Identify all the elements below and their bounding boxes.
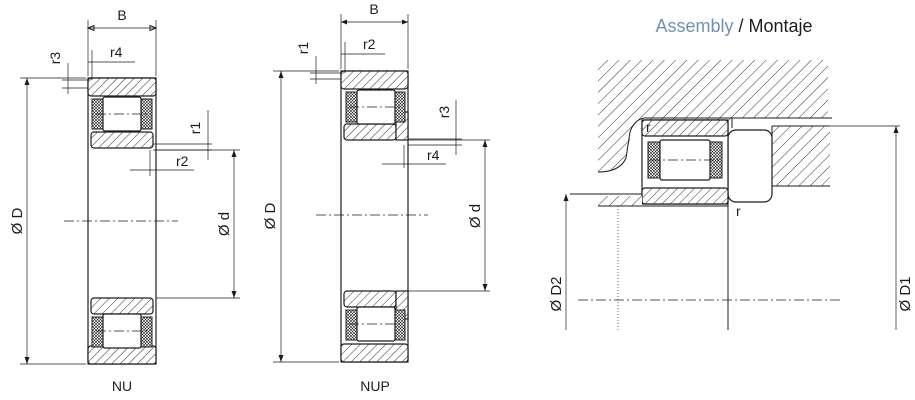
nup-r4-label: r4 (427, 147, 440, 163)
nu-inner-diameter-label: Ø d (216, 212, 233, 236)
nup-b-label: B (369, 1, 378, 17)
nu-b-label: B (117, 7, 126, 23)
assembly-drawing (563, 60, 900, 330)
assembly-housing-diameter-label: Ø D1 (897, 276, 914, 311)
assembly-title: Assembly / Montaje (655, 16, 812, 36)
nup-top-section (340, 70, 409, 141)
nu-r3-label: r3 (47, 52, 63, 65)
assembly-title-separator: / (733, 16, 748, 36)
nup-caption: NUP (360, 378, 390, 394)
nu-bearing-drawing (20, 20, 240, 365)
nu-r2-label: r2 (176, 153, 189, 169)
assembly-title-es: Montaje (749, 16, 813, 36)
nup-inner-diameter-label: Ø d (467, 204, 484, 228)
nu-top-section (87, 77, 157, 149)
nu-caption: NU (112, 378, 132, 394)
assembly-r-bottom-label: r (736, 203, 741, 219)
assembly-title-en: Assembly (655, 16, 733, 36)
nup-r3-label: r3 (436, 106, 452, 119)
nup-bottom-section (340, 290, 409, 363)
assembly-r-top-label: r (646, 119, 651, 135)
nup-r2-label: r2 (363, 36, 376, 52)
assembly-shaft-diameter-label: Ø D2 (548, 276, 565, 311)
nu-outer-diameter-label: Ø D (9, 208, 26, 235)
nu-bottom-section (87, 297, 157, 365)
nu-r1-label: r1 (187, 122, 203, 135)
nup-bearing-drawing (273, 14, 490, 363)
nu-r4-label: r4 (110, 44, 123, 60)
nup-r1-label: r1 (295, 42, 311, 55)
nup-outer-diameter-label: Ø D (262, 203, 279, 230)
